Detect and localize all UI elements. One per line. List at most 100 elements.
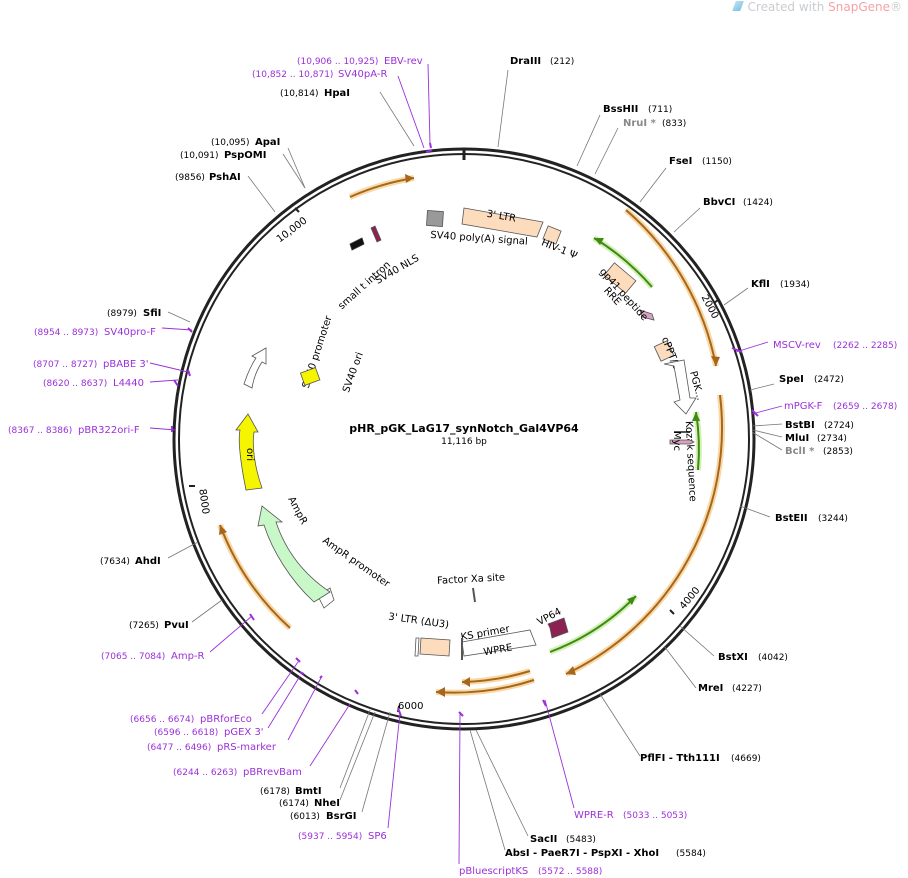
feature-hiv1-psi: HIV-1 Ψ (540, 225, 579, 262)
enzyme-mlui: MluI (2734) (785, 433, 847, 444)
svg-text:pBABE 3': pBABE 3' (103, 359, 149, 370)
enzyme-ahdi: (7634) AhdI (100, 556, 161, 567)
feature-factor-xa: Factor Xa site (437, 572, 505, 603)
enzyme-bmti: (6178)BmtI (260, 786, 322, 797)
svg-text:FseI: FseI (669, 156, 692, 167)
feature-ampr-promoter: AmpR promoter (317, 535, 392, 609)
enzyme-pflfi: PflFI - Tth111I(4669) (640, 753, 761, 764)
svg-text:AmpR promoter: AmpR promoter (320, 535, 392, 590)
primer-mpgk-f: mPGK-F(2659 .. 2678) (784, 401, 897, 412)
svg-text:(6477 .. 6496): (6477 .. 6496) (147, 743, 211, 753)
enzyme-bstxi: BstXI (4042) (718, 652, 788, 663)
feature-sv40-promoter: SV40 promoter (243, 314, 335, 390)
svg-text:DraIII: DraIII (510, 56, 541, 67)
enzyme-apai: (10,095) ApaI (211, 137, 280, 148)
svg-text:BstXI: BstXI (718, 652, 748, 663)
svg-text:EBV-rev: EBV-rev (384, 56, 423, 67)
svg-text:(4042): (4042) (758, 653, 788, 663)
svg-text:WPRE: WPRE (483, 642, 514, 658)
svg-text:(2853): (2853) (823, 447, 853, 457)
svg-text:KflI: KflI (751, 279, 770, 290)
primer-pgex3: (6596 .. 6618)pGEX 3' (154, 727, 264, 738)
primer-marks (171, 142, 759, 717)
svg-text:(10,095): (10,095) (211, 138, 250, 148)
svg-text:pBluescriptKS: pBluescriptKS (459, 866, 528, 877)
svg-text:L4440: L4440 (113, 378, 144, 389)
svg-text:BmtI: BmtI (295, 786, 322, 797)
svg-text:NruI *: NruI * (623, 118, 657, 129)
svg-text:(6013): (6013) (290, 812, 320, 822)
svg-text:(2262 .. 2285): (2262 .. 2285) (833, 341, 897, 351)
enzyme-pshai: (9856) PshAI (175, 172, 241, 183)
enzyme-kfli: KflI (1934) (751, 279, 810, 290)
svg-text:(10,906 .. 10,925): (10,906 .. 10,925) (297, 57, 378, 67)
enzyme-bbvci: BbvCI (1424) (703, 197, 773, 208)
feature-ampr: AmpR (257, 495, 331, 603)
position-ticks: 2000 4000 6000 8000 10,000 (189, 207, 720, 713)
svg-text:(5937 .. 5954): (5937 .. 5954) (298, 832, 362, 842)
enzyme-fsei: FseI (1150) (669, 156, 732, 167)
svg-text:SV40 ori: SV40 ori (341, 351, 366, 394)
svg-text:(2734): (2734) (817, 434, 847, 444)
svg-text:pBRforEco: pBRforEco (200, 714, 252, 725)
tick-10000: 10,000 (275, 215, 310, 245)
svg-text:(7065 .. 7084): (7065 .. 7084) (101, 652, 165, 662)
svg-text:Factor Xa site: Factor Xa site (437, 572, 505, 587)
plasmid-name: pHR_pGK_LaG17_synNotch_Gal4VP64 (349, 422, 579, 435)
svg-text:mPGK-F: mPGK-F (784, 401, 823, 412)
svg-text:(4669): (4669) (731, 754, 761, 764)
svg-text:PvuI: PvuI (164, 620, 189, 631)
primer-pbrforeco: (6656 .. 6674)pBRforEco (130, 714, 252, 725)
svg-text:(1150): (1150) (702, 157, 732, 167)
primer-sv40pa-r: (10,852 .. 10,871)SV40pA-R (252, 69, 387, 80)
svg-text:AhdI: AhdI (135, 556, 161, 567)
tick-8000: 8000 (196, 488, 210, 515)
enzyme-sacii: SacII(5483) (530, 834, 596, 845)
feature-pgk: PGK... (663, 359, 705, 415)
svg-text:MluI: MluI (785, 433, 809, 444)
tick-6000: 6000 (398, 701, 423, 712)
svg-text:(833): (833) (662, 119, 686, 129)
svg-text:BsrGI: BsrGI (326, 811, 356, 822)
primer-ebv-rev: (10,906 .. 10,925) EBV-rev (297, 56, 423, 67)
svg-text:(10,091): (10,091) (180, 151, 219, 161)
enzyme-mrei: MreI(4227) (698, 683, 762, 694)
svg-text:PshAI: PshAI (209, 172, 241, 183)
svg-text:(1934): (1934) (780, 280, 810, 290)
enzyme-nrui: NruI * (833) (623, 118, 686, 129)
svg-text:(6244 .. 6263): (6244 .. 6263) (173, 768, 237, 778)
feature-3ltr-du3: 3' LTR (ΔU3) (388, 612, 451, 657)
svg-text:ApaI: ApaI (255, 137, 280, 148)
svg-text:(8954 .. 8973): (8954 .. 8973) (34, 328, 98, 338)
enzyme-leaders (167, 69, 783, 851)
svg-text:(10,814): (10,814) (280, 89, 319, 99)
primer-pbabe3: (8707 .. 8727)pBABE 3' (33, 359, 149, 370)
svg-text:(2472): (2472) (814, 375, 844, 385)
svg-text:SV40pA-R: SV40pA-R (338, 69, 387, 80)
svg-text:Myc: Myc (671, 431, 682, 451)
svg-text:(7634): (7634) (100, 557, 130, 567)
primer-prs-marker: (6477 .. 6496)pRS-marker (147, 742, 277, 753)
snapgene-watermark: Created with SnapGene® (731, 0, 902, 14)
enzyme-bsshii: BssHII(711) (603, 104, 672, 115)
svg-text:MSCV-rev: MSCV-rev (773, 340, 821, 351)
svg-text:(8367 .. 8386): (8367 .. 8386) (8, 426, 72, 436)
svg-text:SacII: SacII (530, 834, 557, 845)
svg-text:WPRE-R: WPRE-R (574, 810, 614, 821)
svg-text:(8979): (8979) (107, 309, 137, 319)
enzyme-pvui: (7265)PvuI (129, 620, 189, 631)
svg-text:(4227): (4227) (732, 684, 762, 694)
orf-arcs (217, 174, 725, 697)
svg-text:(1424): (1424) (743, 198, 773, 208)
enzyme-sfii: (8979)SfiI (107, 308, 161, 319)
primer-sp6: (5937 .. 5954)SP6 (298, 831, 387, 842)
svg-text:BbvCI: BbvCI (703, 197, 735, 208)
svg-text:BstEII: BstEII (775, 513, 808, 524)
enzyme-nhei: (6174)NheI (279, 798, 340, 809)
feature-myc: Myc (669, 431, 695, 451)
svg-text:BstBI: BstBI (785, 420, 815, 431)
svg-text:(8620 .. 8637): (8620 .. 8637) (43, 379, 107, 389)
svg-text:(9856): (9856) (175, 173, 205, 183)
enzyme-bsteii: BstEII(3244) (775, 513, 848, 524)
enzyme-draiii: DraIII(212) (510, 56, 574, 67)
